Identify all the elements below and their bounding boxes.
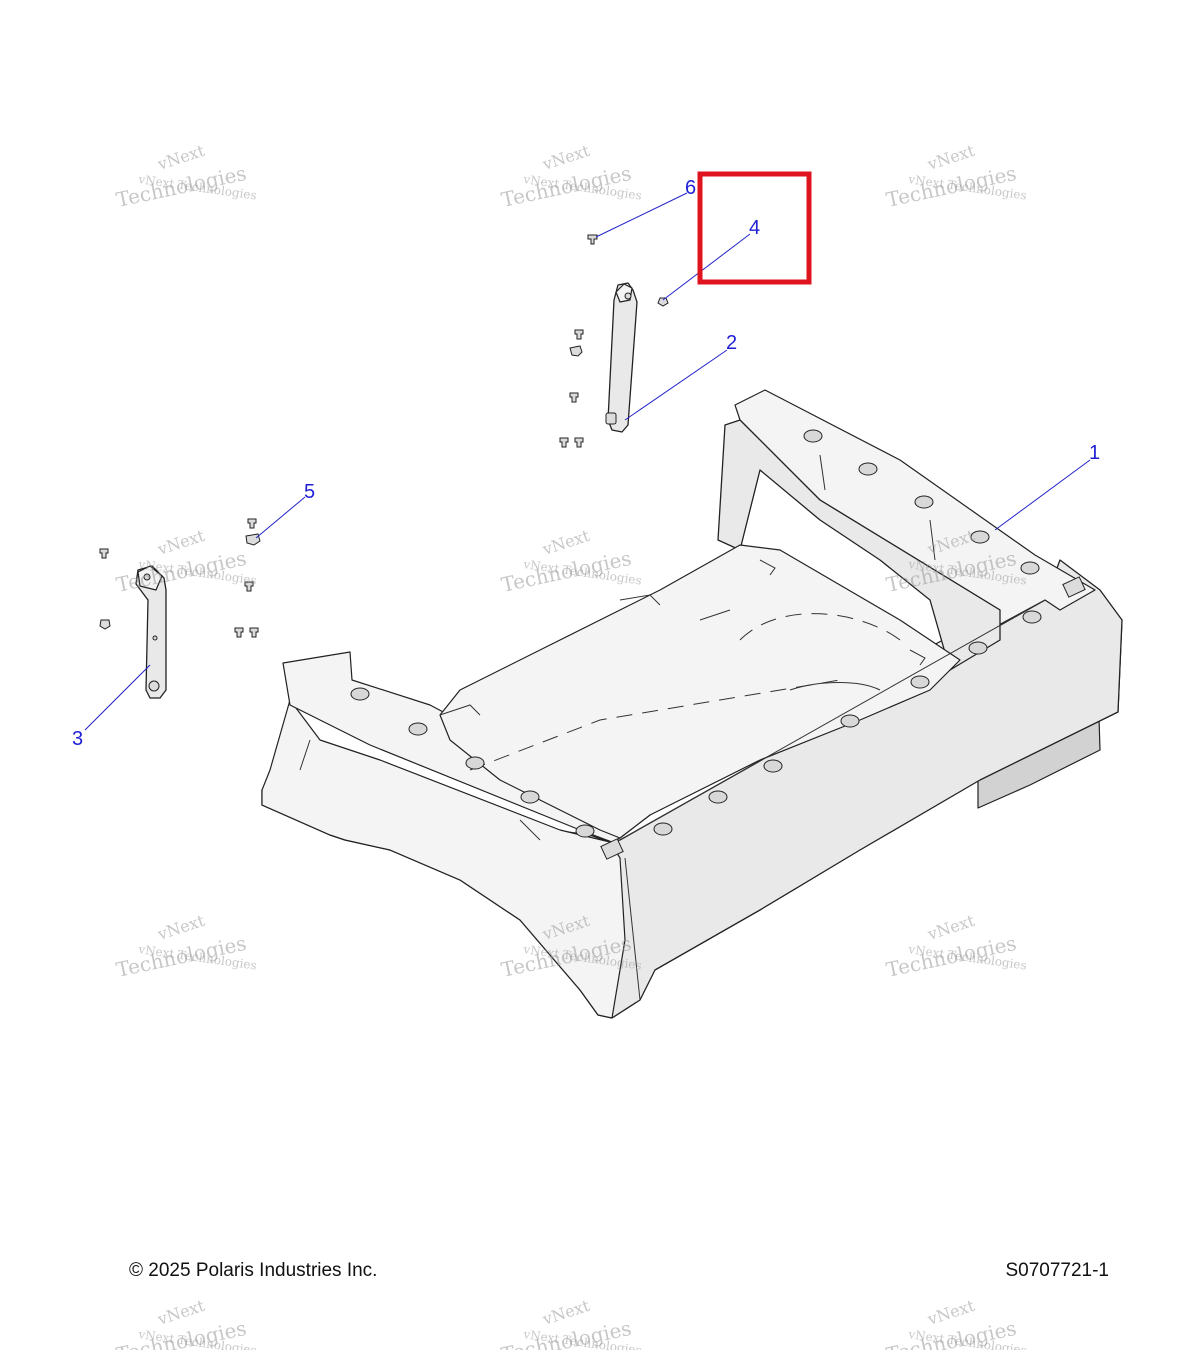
- cargo-box-floor: [439, 544, 961, 839]
- washer-a: [569, 345, 583, 357]
- screw-a: [574, 329, 584, 340]
- floor-detail-arc: [789, 682, 881, 691]
- watermark-text: Technologies: [114, 931, 248, 982]
- front-corner-edge: [624, 857, 641, 1001]
- nut-b: [99, 619, 111, 630]
- hardware-bracket-3: [99, 518, 261, 638]
- watermark-text: Technologies: [499, 161, 633, 212]
- back-wall-ribs: [819, 454, 936, 561]
- floor-detail-notch: [619, 594, 661, 606]
- leader-2: [624, 349, 728, 421]
- washer-5: [245, 533, 261, 546]
- nut-4: [657, 297, 669, 307]
- bracket-2-hole: [624, 292, 632, 300]
- callout-1: 1: [1089, 442, 1100, 464]
- callout-numbers: 1 2 3 4 5 6: [72, 177, 1100, 750]
- leader-1: [994, 459, 1091, 531]
- leader-5: [255, 496, 306, 539]
- label-plate-back: [1062, 576, 1086, 598]
- floor-tab-left: [439, 704, 481, 716]
- bracket-2-stud: [605, 412, 617, 425]
- callout-5: 5: [304, 481, 315, 503]
- watermark-text: vNext: [154, 141, 207, 174]
- hardware-bracket-2: [559, 234, 669, 448]
- floor-detail-line: [699, 609, 731, 621]
- highlight-box-callout-4: [697, 171, 812, 285]
- watermark-text: vNext: [154, 526, 207, 559]
- callout-4: 4: [749, 217, 760, 239]
- bracket-2-bar: [607, 282, 638, 433]
- cargo-box-part-1: [261, 389, 1123, 1019]
- screw-h: [234, 627, 244, 638]
- leader-3: [84, 664, 151, 731]
- rim-edge-line: [619, 599, 1046, 841]
- watermark-text: vNext: [154, 1296, 207, 1329]
- floor-hidden-line: [469, 679, 841, 771]
- watermark-text: vNext: [924, 911, 977, 944]
- floor-tab-right: [909, 649, 926, 666]
- watermark-text: vNext: [924, 141, 977, 174]
- label-plate-front: [600, 838, 624, 860]
- screw-f: [99, 548, 109, 559]
- watermark-text: vNext: [924, 1296, 977, 1329]
- callout-3: 3: [72, 728, 83, 750]
- callout-6: 6: [685, 177, 696, 199]
- cargo-box-left-face: [261, 699, 626, 1019]
- watermark-text: vNext: [539, 1296, 592, 1329]
- watermark-text: vNext: [154, 911, 207, 944]
- watermark-text: vNext: [539, 141, 592, 174]
- screw-e: [247, 518, 257, 529]
- leader-lines: [84, 192, 1091, 731]
- bracket-3-stud: [148, 680, 160, 692]
- left-face-detail: [299, 739, 311, 771]
- bracket-3-hole: [143, 573, 151, 581]
- watermark-text: Technologies: [884, 931, 1018, 982]
- bracket-part-3: [135, 565, 167, 699]
- front-detail: [519, 819, 541, 841]
- bracket-3-slot: [152, 635, 158, 641]
- floor-hidden-arc: [739, 613, 901, 641]
- leader-6: [595, 192, 688, 238]
- rim-holes: [350, 429, 1042, 838]
- watermark-text: Technologies: [114, 546, 248, 597]
- watermark-text: Technologies: [114, 161, 248, 212]
- fastener-6: [587, 234, 598, 245]
- watermark-text: vNext: [539, 526, 592, 559]
- screw-c: [559, 437, 569, 448]
- leader-4: [662, 233, 751, 301]
- screw-d: [574, 437, 584, 448]
- drawing-number: S0707721-1: [1005, 1260, 1109, 1281]
- watermark-text: Technologies: [499, 546, 633, 597]
- bracket-part-2: [605, 282, 638, 433]
- screw-g: [244, 581, 254, 592]
- copyright-text: © 2025 Polaris Industries Inc.: [129, 1260, 378, 1281]
- watermark-text: Technologies: [884, 161, 1018, 212]
- screw-b: [569, 392, 579, 403]
- screw-i: [249, 627, 259, 638]
- floor-tab: [759, 559, 776, 576]
- callout-2: 2: [726, 332, 737, 354]
